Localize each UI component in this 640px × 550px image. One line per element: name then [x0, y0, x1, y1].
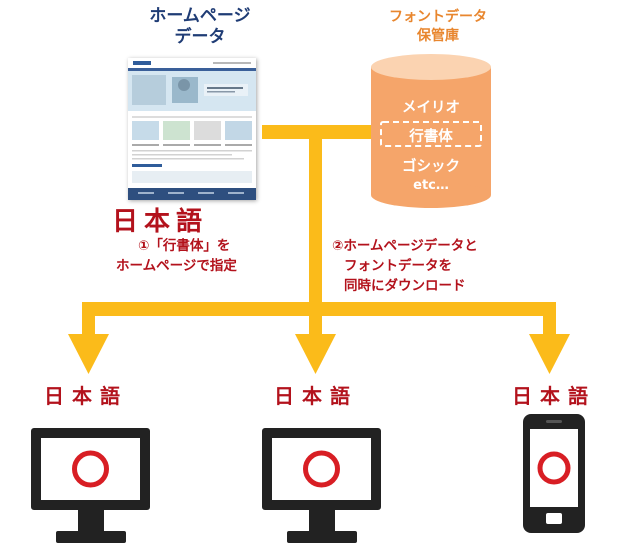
font-item-etc: etc…: [413, 178, 449, 193]
font-item-gothic: ゴシック: [402, 159, 460, 175]
arrow-right-shaft: [543, 302, 556, 338]
device-2-circle-mark: [303, 450, 340, 488]
device-2-sample: 日本語: [274, 384, 358, 408]
device-1-circle-mark: [72, 450, 109, 488]
arrow-right-head: [529, 334, 570, 374]
connector-horizontal-bottom: [82, 302, 556, 316]
step1-label-line1: ①「行書体」を: [138, 238, 231, 254]
font-storage-title: フォントデータ 保管庫: [368, 8, 508, 46]
step1-label: ①「行書体」を ホームページで指定: [116, 236, 237, 276]
smartphone: [523, 414, 585, 533]
device-3-sample: 日本語: [512, 384, 596, 408]
nihongo-sample-large: 日本語: [112, 207, 209, 237]
step2-label: ②ホームページデータと フォントデータを 同時にダウンロード: [332, 236, 478, 296]
highlight-dashed-box: [380, 121, 482, 147]
website-mockup-image: [128, 58, 256, 200]
font-storage-title-line2: 保管庫: [417, 28, 459, 44]
homepage-data-title: ホームページ データ: [110, 6, 290, 48]
monitor-2: [262, 428, 381, 543]
connector-vertical-trunk: [309, 132, 322, 314]
homepage-thumbnail: [128, 58, 256, 200]
font-item-gyosho: 行書体: [409, 129, 453, 145]
step2-label-line3: 同時にダウンロード: [344, 278, 466, 294]
monitor-1: [31, 428, 150, 543]
font-storage-title-line1: フォントデータ: [389, 9, 487, 25]
homepage-title-line2: データ: [174, 27, 226, 47]
step1-label-line2: ホームページで指定: [116, 258, 237, 274]
font-item-meiryo: メイリオ: [402, 100, 460, 116]
font-storage-cylinder: [371, 54, 491, 208]
device-3-circle-mark: [537, 451, 571, 485]
arrow-left-shaft: [82, 302, 95, 338]
step2-label-line1: ②ホームページデータと: [332, 238, 478, 254]
device-1-sample: 日本語: [44, 384, 128, 408]
arrow-middle-shaft: [309, 310, 322, 338]
homepage-title-line1: ホームページ: [149, 6, 251, 26]
arrow-middle-head: [295, 334, 336, 374]
arrow-left-head: [68, 334, 109, 374]
step2-label-line2: フォントデータを: [344, 258, 452, 274]
